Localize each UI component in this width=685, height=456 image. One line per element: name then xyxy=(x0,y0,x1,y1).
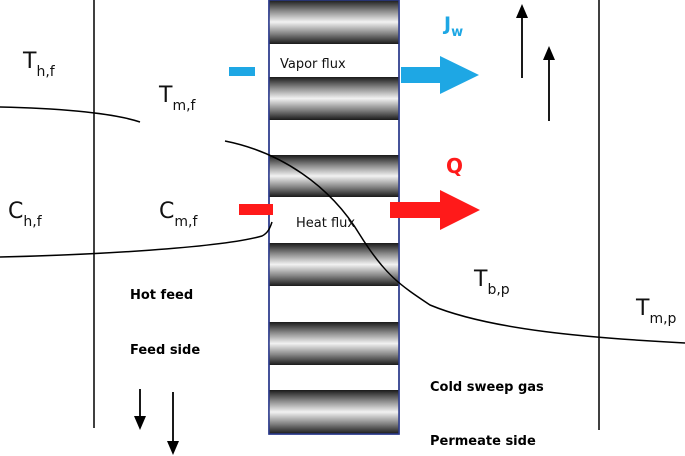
label-c-mf: Cm,f xyxy=(159,199,198,230)
membrane-temperature-curve xyxy=(224,140,685,344)
arrow-down-icon xyxy=(167,392,179,455)
cold-sweep-gas-label: Cold sweep gas xyxy=(430,380,544,395)
membrane-segment xyxy=(269,77,399,120)
vapor-flux-box xyxy=(272,49,394,75)
label-t-mf: Tm,f xyxy=(158,83,197,114)
membrane-segment xyxy=(269,390,399,434)
label-t-mp: Tm,p xyxy=(635,296,677,327)
vapor-dash-icon xyxy=(229,67,255,76)
feed-concentration-curve xyxy=(0,221,273,258)
feed-temperature-curve xyxy=(0,106,141,123)
membrane-segment xyxy=(269,243,399,286)
label-t-hf: Th,f xyxy=(22,49,56,80)
membrane-segment xyxy=(269,155,399,197)
arrow-down-icon xyxy=(134,389,146,430)
label-q: Q xyxy=(446,154,463,178)
feed-side-label: Feed side xyxy=(130,343,200,358)
vapor-flux-arrow-icon xyxy=(401,56,479,94)
arrow-up-icon xyxy=(543,46,555,121)
heat-flux-label: Heat flux xyxy=(296,216,355,231)
heat-flux-arrow-icon xyxy=(390,190,480,230)
arrow-up-icon xyxy=(516,4,528,78)
membrane-segment xyxy=(269,322,399,365)
membrane xyxy=(268,0,400,435)
hot-feed-label: Hot feed xyxy=(130,288,193,303)
heat-flux-box xyxy=(272,200,394,240)
permeate-side-label: Permeate side xyxy=(430,434,536,449)
label-t-bp: Tb,p xyxy=(473,267,510,298)
vapor-flux-label: Vapor flux xyxy=(280,57,346,72)
label-jw: Jw xyxy=(442,13,463,40)
membrane-segment xyxy=(269,0,399,44)
label-c-hf: Ch,f xyxy=(8,199,43,230)
heat-dash-icon xyxy=(239,204,273,215)
